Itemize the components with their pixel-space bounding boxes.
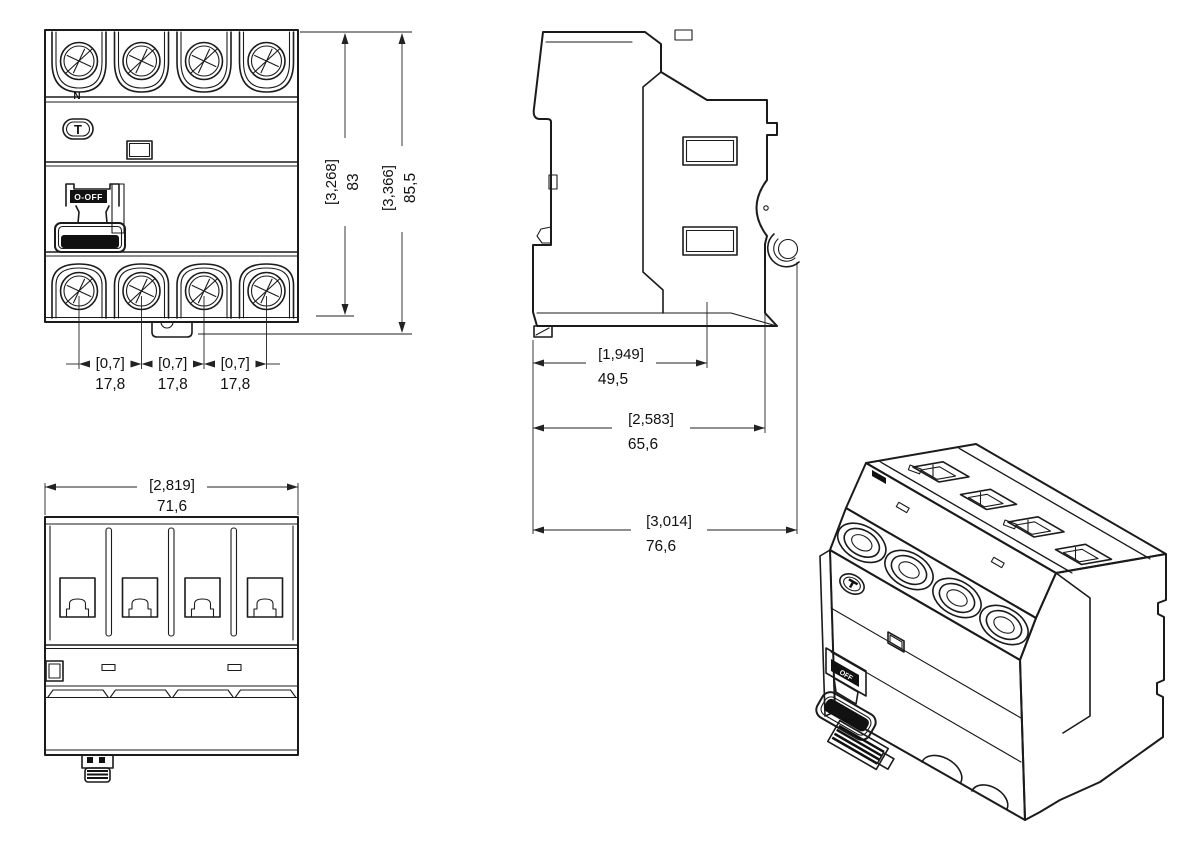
side-terminal-window-top [682,136,738,166]
front-height-dimensions: [3,268] 83 [3,366] 85,5 [198,31,419,335]
dim-pitch-mm-2: 17,8 [158,376,188,393]
bottom-terminal-openings [59,577,284,618]
iso-top-clip-tab [872,470,886,484]
dim-width-inch: [2,819] [149,477,195,494]
dim-depth-body-mm: 65,6 [628,436,658,453]
dim-depth-front-inch: [1,949] [598,346,644,363]
pole-pitch-dimensions: [0,7] [0,7] [0,7] 17,8 17,8 17,8 [66,296,280,393]
dim-pitch-mm-1: 17,8 [95,376,125,393]
iso-test-button [839,573,865,595]
switch-position-label: O-OFF [74,192,102,202]
test-button: T [62,118,94,140]
din-clip-tab [151,321,193,338]
terminal-screw [238,31,295,93]
front-bottom-terminals [51,263,295,319]
iso-din-foot [826,719,895,771]
switch-position-window [70,190,107,203]
iso-screw-recesses [836,522,1029,646]
switch-handle [54,222,126,253]
dim-pitch-mm-3: 17,8 [220,376,250,393]
din-rail-clip [766,233,800,268]
isometric-view: OFF [815,443,1167,821]
iso-front-face [829,549,1026,821]
bottom-width-dimension: [2,819] 71,6 [44,477,299,515]
side-body-outline [532,31,778,327]
front-view: N T O-OFF [44,29,419,393]
bottom-body-outline [44,516,299,756]
neutral-pole-label: N [73,91,80,102]
dim-depth-total-mm: 76,6 [646,538,676,555]
test-button-label: T [74,122,82,137]
top-mounting-tab [674,29,693,41]
iso-screw-strip [829,507,1037,661]
side-terminal-window-bottom [682,226,738,256]
front-top-terminals [51,31,295,93]
dim-height-total-inch: [3,366] [380,165,397,211]
toggle-switch: O-OFF [54,183,126,253]
dim-height-body-inch: [3,268] [323,159,340,205]
dim-depth-total-inch: [3,014] [646,513,692,530]
bottom-din-clip [81,754,114,783]
din-rail-circle [777,238,799,260]
terminal-screw [51,31,107,93]
terminal-screw [113,31,170,93]
side-view: [1,949] 49,5 [2,583] 65,6 [3,014] 76,6 [532,29,800,555]
dim-height-body-mm: 83 [345,173,362,190]
label-window [126,140,153,160]
bottom-view: [2,819] 71,6 [44,477,299,783]
dim-height-total-mm: 85,5 [402,173,419,203]
dim-pitch-inch-2: [0,7] [158,355,187,372]
front-body-outline [44,29,299,323]
dim-depth-front-mm: 49,5 [598,371,628,388]
front-latch [536,226,552,244]
terminal-screw [176,31,232,93]
dim-pitch-inch-3: [0,7] [221,355,250,372]
iso-right-face [1019,553,1167,821]
iso-label-window [887,631,905,653]
dim-depth-body-inch: [2,583] [628,411,674,428]
iso-top-face [865,443,1167,574]
dim-width-mm: 71,6 [157,498,187,515]
iso-top-terminal-openings [912,461,1113,566]
side-depth-dimensions: [1,949] 49,5 [2,583] 65,6 [3,014] 76,6 [532,262,798,555]
side-bottom-tab [533,325,553,338]
dim-pitch-inch-1: [0,7] [96,355,125,372]
